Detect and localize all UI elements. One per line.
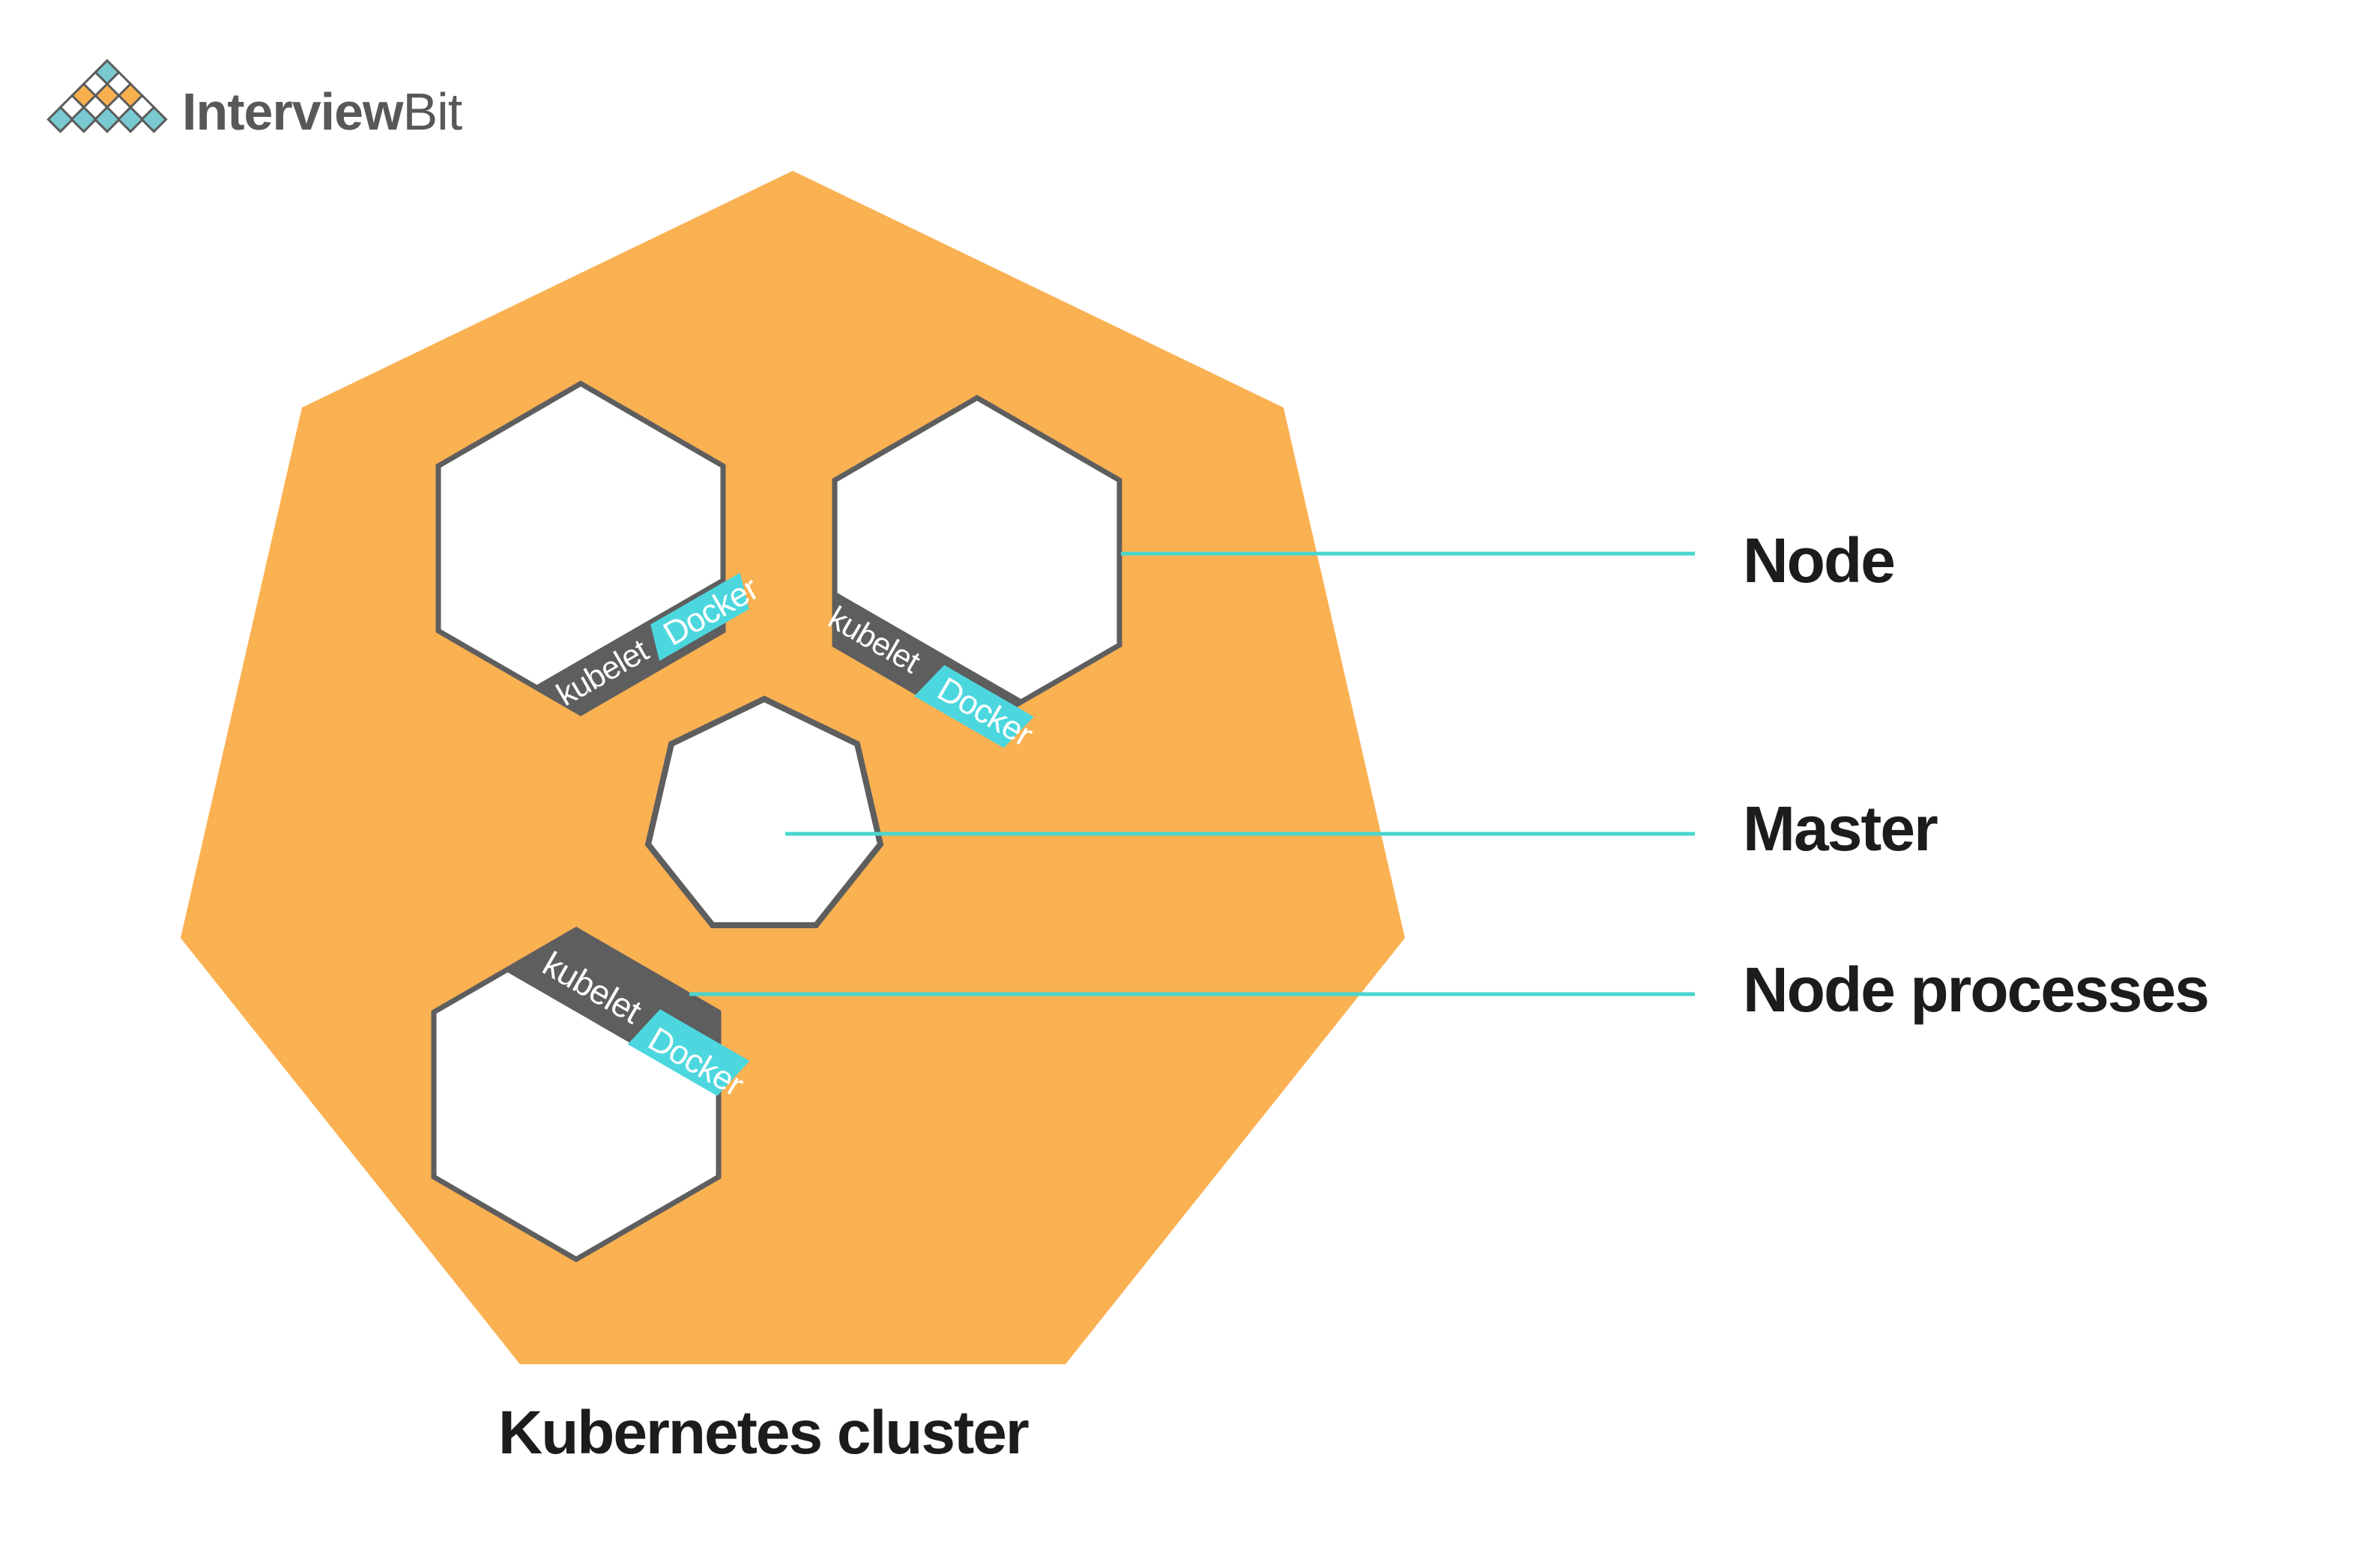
logo-diamond [140, 106, 168, 133]
node-hexagon-3: kubelet Docker [431, 926, 750, 1263]
logo-diamond [46, 106, 74, 133]
logo-diamond [93, 106, 121, 133]
node-hexagon-2-band-clip [835, 500, 1119, 727]
brand-wordmark-light: Bit [402, 82, 462, 141]
logo-diamond [70, 106, 98, 133]
label-master: Master [1743, 793, 1938, 864]
node-hexagon-3-band-clip [434, 930, 719, 1179]
diagram-title: Kubernetes cluster [498, 1399, 1029, 1467]
kubelet-band [835, 500, 1119, 727]
label-node: Node [1743, 525, 1894, 596]
kubelet-band [438, 485, 723, 713]
node-hexagon-1: kubelet Docker [435, 380, 765, 717]
brand-wordmark: InterviewBit [182, 82, 462, 141]
node-hexagon-1-band-clip [438, 485, 723, 713]
logo-pyramid-icon [46, 58, 168, 133]
docker-badge [627, 1009, 750, 1096]
label-node-processes: Node processes [1743, 954, 2208, 1025]
docker-badge [650, 572, 749, 662]
logo-diamond [116, 106, 145, 133]
docker-badge [914, 665, 1034, 748]
brand-wordmark-bold: Interview [182, 82, 404, 141]
master-heptagon [644, 695, 884, 928]
kubelet-band [434, 930, 719, 1179]
interviewbit-logo: InterviewBit [46, 58, 463, 141]
